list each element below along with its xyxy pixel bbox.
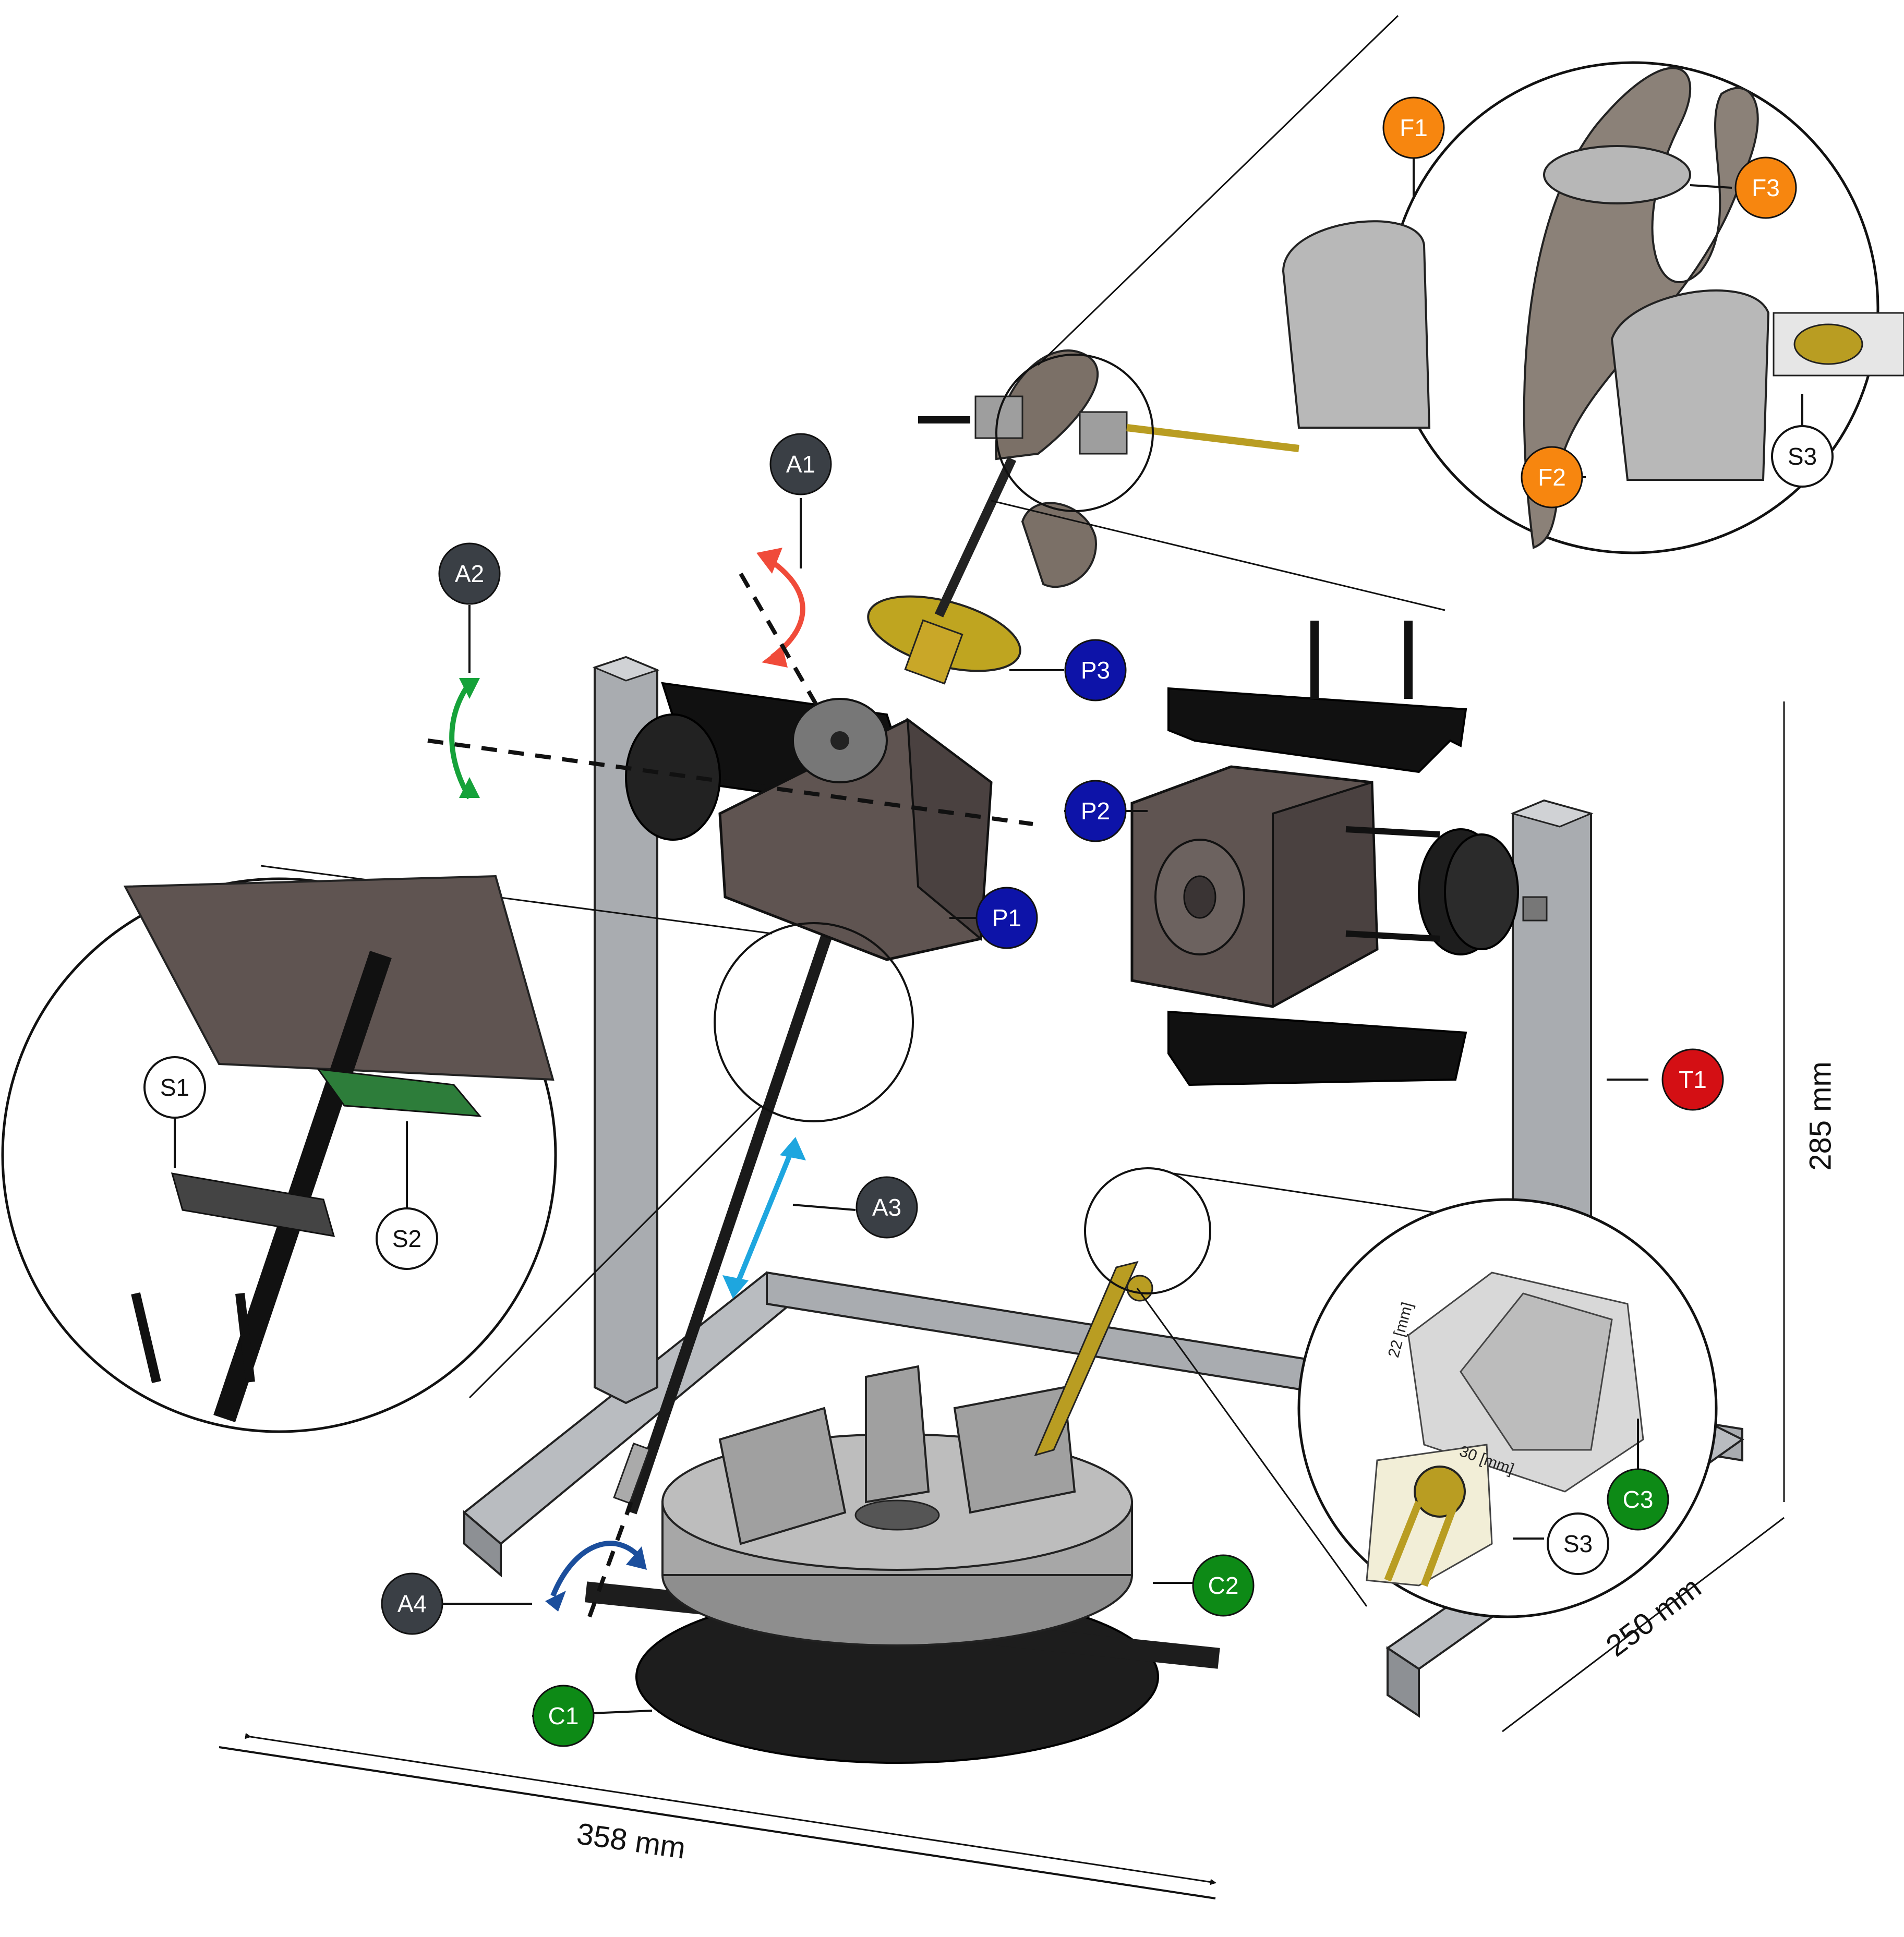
badge-a2-label: A2 [455, 560, 484, 587]
badge-c3-label: C3 [1623, 1486, 1654, 1513]
badge-s2-label: S2 [392, 1225, 421, 1252]
translation-arrow-a3 [733, 1146, 796, 1289]
badge-a2: A2 [438, 542, 501, 605]
badge-a1-label: A1 [786, 451, 815, 478]
badge-c2: C2 [1192, 1554, 1255, 1617]
badge-s3-bottom-label: S3 [1563, 1530, 1593, 1557]
badge-a4: A4 [381, 1572, 443, 1635]
badge-f3: F3 [1734, 156, 1797, 219]
chuck-jaw [953, 1386, 1076, 1514]
probe-rod [625, 895, 846, 1515]
badge-s1-label: S1 [160, 1074, 189, 1101]
chuck-jaw [865, 1365, 930, 1504]
rotation-arrow-a1 [765, 555, 805, 659]
zoom-finger-parts [1282, 67, 1904, 549]
dimension-height: 285 mm [1783, 701, 1838, 1502]
badge-p3: P3 [1064, 639, 1127, 701]
badge-s3-top: S3 [1771, 425, 1834, 488]
badge-t1-label: T1 [1679, 1066, 1707, 1093]
zoom-pad-parts: 22 [mm] 30 [mm] [1366, 1272, 1644, 1587]
exploded-block-p2 [1130, 621, 1519, 1086]
badge-f2: F2 [1521, 446, 1583, 509]
rotation-arrow-a2 [449, 682, 472, 800]
frame-slot [1522, 896, 1548, 922]
chuck-jaw [718, 1407, 847, 1545]
badge-c3: C3 [1607, 1468, 1669, 1531]
badge-p1: P1 [975, 887, 1038, 949]
badge-s1: S1 [143, 1056, 206, 1119]
zoom-sensor-parts [123, 875, 555, 1423]
badge-c2-label: C2 [1208, 1572, 1239, 1599]
badge-c1-label: C1 [548, 1702, 579, 1729]
badge-a3: A3 [855, 1176, 918, 1239]
rotation-arrow-a4 [550, 1541, 644, 1597]
badge-s3-bottom: S3 [1547, 1512, 1609, 1575]
badge-p2: P2 [1064, 780, 1127, 842]
badge-p3-label: P3 [1081, 657, 1110, 684]
badge-s3-top-label: S3 [1788, 443, 1817, 470]
leader-lines [174, 151, 1803, 1717]
zoom-source-circle-sensor [714, 922, 914, 1122]
zoom-source-circle-pad [1084, 1167, 1211, 1294]
zoom-source-circle-top [995, 354, 1154, 512]
finger-mount [918, 349, 1299, 588]
badge-a4-label: A4 [397, 1590, 427, 1617]
height-label: 285 mm [1804, 1061, 1838, 1171]
badge-p2-label: P2 [1081, 797, 1110, 825]
badge-f1-label: F1 [1400, 114, 1428, 141]
width-label: 358 mm [575, 1817, 688, 1866]
badge-p1-label: P1 [992, 904, 1021, 931]
badge-c1: C1 [532, 1685, 595, 1747]
badge-a3-label: A3 [872, 1194, 901, 1221]
badge-f3-label: F3 [1752, 174, 1780, 201]
badge-t1: T1 [1661, 1048, 1724, 1111]
badge-f1: F1 [1382, 96, 1445, 159]
dimension-width: 358 mm [219, 1733, 1216, 1899]
badge-s2: S2 [376, 1207, 438, 1270]
badge-f2-label: F2 [1538, 464, 1566, 491]
chuck-assembly [585, 1261, 1220, 1764]
motor-assembly [625, 682, 993, 961]
badge-a1: A1 [769, 433, 832, 495]
